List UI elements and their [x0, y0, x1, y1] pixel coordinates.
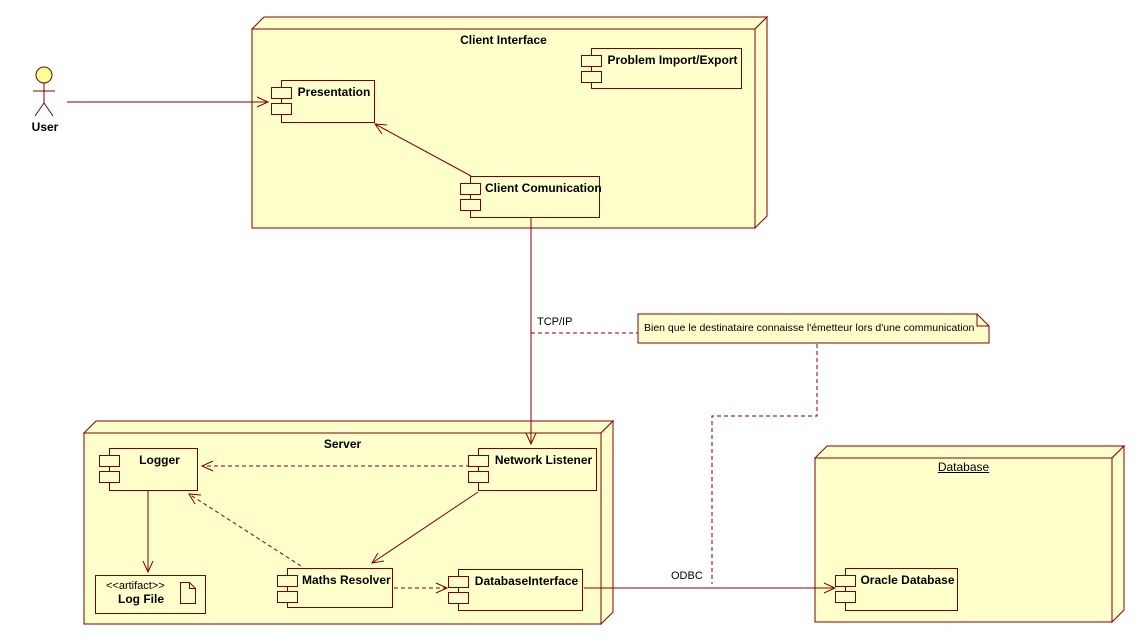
edge-logger-to-logfile — [142, 491, 154, 574]
actor-label: User — [31, 120, 59, 134]
component-tab-icon — [581, 71, 602, 83]
component-logger: Logger — [99, 448, 198, 491]
edge-databaseinterface-to-oracledatabase — [584, 582, 837, 594]
edge-mathsresolver-to-logger — [188, 493, 302, 567]
node-title-client-interface: Client Interface — [460, 33, 547, 47]
component-tab-icon — [581, 55, 602, 67]
edge-mathsresolver-to-databaseinterface — [394, 582, 449, 594]
component-tab-icon — [835, 575, 856, 587]
component-maths-resolver: Maths Resolver — [277, 568, 393, 608]
document-icon — [180, 582, 196, 604]
component-label: Problem Import/Export — [607, 53, 738, 67]
component-tab-icon — [448, 576, 469, 588]
component-label: Client Comunication — [485, 181, 602, 195]
note-text: Bien que le destinataire connaisse l'éme… — [644, 322, 975, 334]
component-label: Logger — [139, 453, 180, 467]
edge-networklistener-to-mathsresolver — [371, 491, 479, 564]
component-problem-import-export: Problem Import/Export — [581, 48, 742, 89]
component-tab-icon — [271, 87, 292, 99]
artifact-log-file: <<artifact>> Log File — [95, 575, 206, 614]
component-label: Maths Resolver — [302, 573, 391, 587]
edge-clientcomunication-to-presentation — [373, 123, 472, 177]
component-label: Oracle Database — [860, 573, 955, 587]
component-client-comunication: Client Comunication — [460, 176, 602, 218]
component-label: Network Listener — [494, 453, 593, 467]
edge-networklistener-to-logger — [200, 460, 477, 472]
component-label: DatabaseInterface — [474, 574, 579, 588]
edge-label-tcpip: TCP/IP — [537, 316, 573, 328]
component-tab-icon — [468, 455, 489, 467]
component-network-listener: Network Listener — [468, 448, 597, 491]
component-database-interface: DatabaseInterface — [448, 569, 583, 611]
component-tab-icon — [460, 183, 481, 195]
edge-clientcomunication-to-networklistener — [525, 218, 537, 446]
component-tab-icon — [835, 591, 856, 603]
component-tab-icon — [99, 455, 120, 467]
edge-note-to-odbc-connector — [711, 344, 818, 584]
component-tab-icon — [277, 591, 298, 603]
component-oracle-database: Oracle Database — [835, 568, 958, 611]
component-tab-icon — [448, 592, 469, 604]
component-presentation: Presentation — [271, 80, 375, 123]
edge-label-odbc: ODBC — [671, 570, 703, 582]
node-title-database: Database — [937, 460, 990, 474]
actor-figure-icon — [33, 66, 55, 117]
component-label: Presentation — [297, 85, 371, 99]
component-tab-icon — [277, 575, 298, 587]
edge-user-to-presentation — [67, 96, 270, 108]
component-tab-icon — [460, 199, 481, 211]
component-tab-icon — [271, 103, 292, 115]
component-tab-icon — [99, 471, 120, 483]
component-tab-icon — [468, 471, 489, 483]
